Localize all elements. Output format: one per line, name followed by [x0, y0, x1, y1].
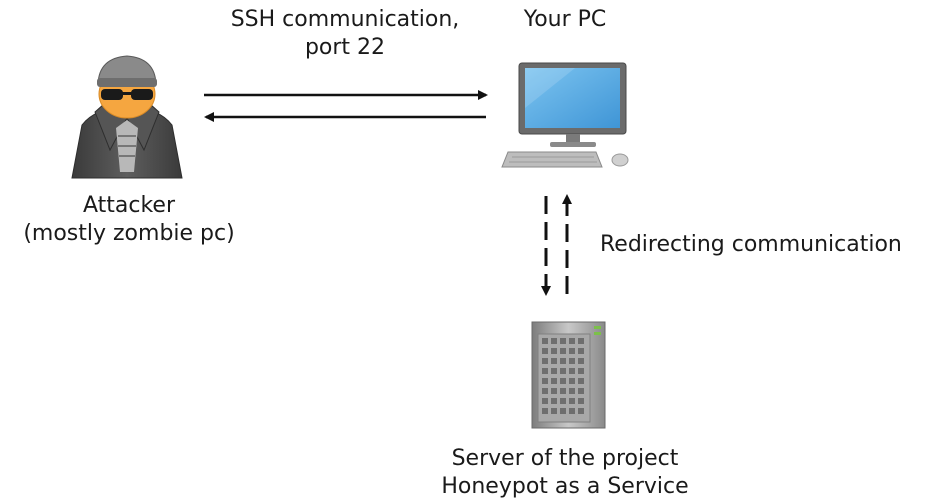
server-tower-icon: [531, 321, 606, 429]
ssh-communication-label: SSH communication, port 22: [200, 6, 490, 62]
server-label-line1: Server of the project: [451, 446, 679, 471]
server-label-line2: Honeypot as a Service: [441, 474, 689, 498]
pc-label-text: Your PC: [523, 7, 607, 32]
attacker-label-line2: (mostly zombie pc): [23, 221, 235, 246]
attacker-label: Attacker (mostly zombie pc): [0, 192, 258, 248]
pc-label: Your PC: [490, 6, 640, 34]
attacker-label-line1: Attacker: [82, 193, 176, 218]
ssh-label-line1: SSH communication,: [230, 7, 460, 32]
redirect-label-text: Redirecting communication: [600, 232, 902, 257]
redirect-label: Redirecting communication: [600, 231, 940, 259]
desktop-computer-icon: [501, 62, 629, 168]
server-label: Server of the project Honeypot as a Serv…: [400, 445, 730, 498]
ssh-label-line2: port 22: [304, 35, 386, 60]
hacker-icon: [71, 55, 183, 179]
